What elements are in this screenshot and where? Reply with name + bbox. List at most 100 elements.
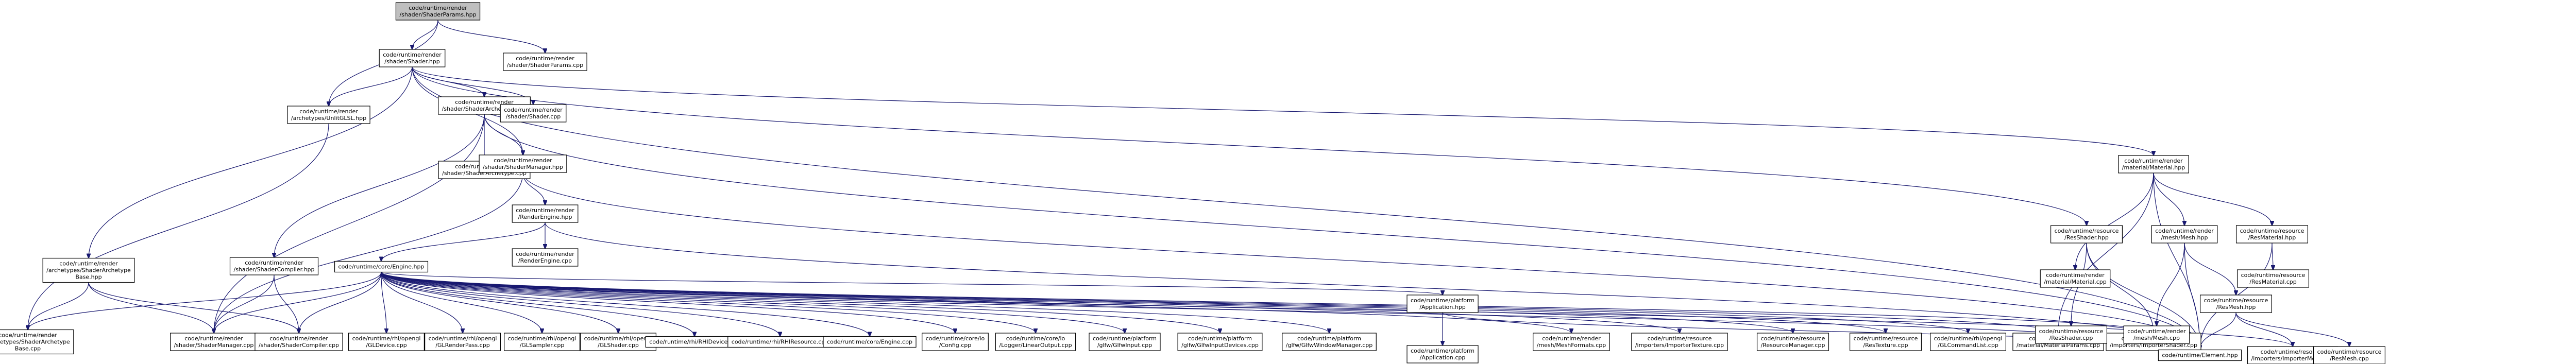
file-node-label: Base.hpp xyxy=(75,274,101,281)
file-node-n12[interactable]: code/runtime/core/Engine.hpp xyxy=(334,261,429,273)
file-node-label: code/runtime/Element.hpp xyxy=(2162,352,2238,359)
file-node-n1[interactable]: code/runtime/render/shader/Shader.hpp xyxy=(379,49,446,67)
file-node-label: /mesh/Mesh.hpp xyxy=(2161,234,2208,241)
file-node-box xyxy=(1089,333,1161,351)
file-node-label: code/runtime/resource xyxy=(2055,228,2119,234)
file-node-box xyxy=(424,333,501,351)
file-node-box xyxy=(512,248,579,267)
file-node-n11[interactable]: code/runtime/render/shader/ShaderCompile… xyxy=(229,257,319,275)
include-edge xyxy=(2075,172,2154,270)
file-node-n13[interactable]: code/runtime/render/archetypes/ShaderArc… xyxy=(0,329,74,355)
file-node-n7[interactable]: code/runtime/render/shader/ShaderManager… xyxy=(479,154,567,173)
include-edge xyxy=(381,272,2154,334)
file-node-label: /glfw/GlfwInput.cpp xyxy=(1097,342,1152,349)
include-edge xyxy=(437,20,545,53)
file-node-box xyxy=(1929,333,2007,351)
file-node-n33[interactable]: code/runtime/resource/ResTexture.cpp xyxy=(1849,333,1922,351)
file-node-n9[interactable]: code/runtime/render/RenderEngine.cpp xyxy=(512,248,579,267)
file-node-n14[interactable]: code/runtime/render/shader/ShaderManager… xyxy=(170,333,258,351)
file-node-n43[interactable]: code/runtime/render/mesh/Mesh.cpp xyxy=(2123,325,2190,344)
file-node-label: code/runtime/platform xyxy=(1093,335,1157,342)
file-node-n30[interactable]: code/runtime/render/mesh/MeshFormats.cpp xyxy=(1533,333,1610,351)
file-node-label: /archetypes/ShaderArchetype xyxy=(46,267,131,274)
file-node-n42[interactable]: code/runtime/resource/ResShader.cpp xyxy=(2035,325,2108,344)
file-node-label: code/runtime/resource xyxy=(1854,335,1918,342)
file-node-n16[interactable]: code/runtime/rhi/opengl/GLDevice.cpp xyxy=(348,333,425,351)
file-node-n31[interactable]: code/runtime/resource/importers/Importer… xyxy=(1631,333,1728,351)
file-node-n21[interactable]: code/runtime/rhi/RHIResource.cpp xyxy=(727,336,833,348)
include-edge xyxy=(214,172,523,333)
file-node-box xyxy=(1282,333,1377,351)
include-edge xyxy=(381,272,694,337)
file-node-label: code/runtime/resource xyxy=(2261,349,2325,355)
include-edge xyxy=(381,272,2058,334)
file-node-n37[interactable]: code/runtime/render/material/Material.hp… xyxy=(2118,155,2189,174)
include-edge xyxy=(381,272,780,337)
include-edge xyxy=(412,66,2154,155)
file-node-label: /shader/ShaderManager.hpp xyxy=(483,164,563,170)
include-edge xyxy=(2184,242,2236,295)
file-node-n8[interactable]: code/runtime/render/RenderEngine.hpp xyxy=(512,204,579,223)
file-node-box xyxy=(503,333,581,351)
file-node-label: /ResMaterial.hpp xyxy=(2248,234,2296,241)
file-node-n39[interactable]: code/runtime/render/material/Material.cp… xyxy=(2040,269,2111,288)
file-node-n22[interactable]: code/runtime/core/Engine.cpp xyxy=(823,336,917,348)
file-node-n40[interactable]: code/runtime/render/mesh/Mesh.hpp xyxy=(2151,225,2218,244)
file-node-label: code/runtime/render xyxy=(504,107,563,113)
file-node-n38[interactable]: code/runtime/resource/ResShader.hpp xyxy=(2050,225,2123,244)
file-nodes: code/runtime/render/shader/ShaderParams.… xyxy=(0,2,2386,364)
file-node-n2[interactable]: code/runtime/render/shader/ShaderParams.… xyxy=(503,53,587,71)
file-node-label: /ResourceManager.cpp xyxy=(1761,342,1825,349)
file-node-n29[interactable]: code/runtime/platform/Application.cpp xyxy=(1406,345,1479,363)
file-node-label: /RenderEngine.hpp xyxy=(518,214,572,220)
file-node-n19[interactable]: code/runtime/rhi/opengl/GLShader.cpp xyxy=(580,333,657,351)
file-node-label: /mesh/Mesh.cpp xyxy=(2133,335,2180,341)
file-node-label: /material/Material.cpp xyxy=(2044,279,2107,285)
file-node-n25[interactable]: code/runtime/platform/glfw/GlfwInput.cpp xyxy=(1089,333,1161,351)
file-node-n15[interactable]: code/runtime/render/shader/ShaderCompile… xyxy=(255,333,343,351)
file-node-box xyxy=(580,333,657,351)
include-edge xyxy=(299,272,382,334)
file-node-box xyxy=(1849,333,1922,351)
include-edge xyxy=(381,222,546,262)
include-edge xyxy=(412,66,2087,226)
file-node-n23[interactable]: code/runtime/core/io/Config.cpp xyxy=(922,333,989,351)
file-node-n18[interactable]: code/runtime/rhi/opengl/GLSampler.cpp xyxy=(503,333,581,351)
file-node-label: /material/Material.hpp xyxy=(2122,164,2185,171)
file-node-n20[interactable]: code/runtime/rhi/RHIDevice.cpp xyxy=(645,336,744,348)
file-node-n17[interactable]: code/runtime/rhi/opengl/GLRenderPass.cpp xyxy=(424,333,501,351)
file-node-label: code/runtime/render xyxy=(245,259,303,266)
include-edge xyxy=(2086,242,2154,333)
file-node-n27[interactable]: code/runtime/platform/glfw/GlfwWindowMan… xyxy=(1282,333,1377,351)
file-node-n45[interactable]: code/runtime/resource/ResMaterial.cpp xyxy=(2236,269,2310,288)
file-node-box xyxy=(334,261,429,273)
file-node-label: code/runtime/render xyxy=(494,157,552,164)
file-node-n34[interactable]: code/runtime/rhi/opengl/GLCommandList.cp… xyxy=(1929,333,2007,351)
file-node-n32[interactable]: code/runtime/resource/ResourceManager.cp… xyxy=(1756,333,1829,351)
file-node-label: /Logger/LinearOutput.cpp xyxy=(999,342,1072,349)
file-node-n47[interactable]: code/runtime/resource/ResMesh.cpp xyxy=(2313,346,2386,364)
include-edge xyxy=(381,272,542,334)
file-node-n0[interactable]: code/runtime/render/shader/ShaderParams.… xyxy=(395,2,481,21)
file-node-label: /GLDevice.cpp xyxy=(366,342,407,349)
file-node-n48[interactable]: code/runtime/Element.hpp xyxy=(2158,349,2242,361)
file-node-n10[interactable]: code/runtime/render/archetypes/ShaderArc… xyxy=(42,257,135,283)
file-node-n44[interactable]: code/runtime/resource/ResMesh.hpp xyxy=(2199,294,2273,313)
include-edge xyxy=(381,272,1886,334)
file-node-box xyxy=(2199,294,2273,313)
file-node-label: /ResShader.cpp xyxy=(2049,335,2093,341)
file-node-box xyxy=(255,333,343,351)
include-edge xyxy=(28,123,329,330)
file-node-box xyxy=(2035,325,2108,344)
include-edge xyxy=(2157,242,2185,326)
file-node-label: code/runtime/render xyxy=(299,108,358,115)
file-node-n41[interactable]: code/runtime/resource/ResMaterial.hpp xyxy=(2235,225,2309,244)
file-node-n26[interactable]: code/runtime/platform/glfw/GlfwInputDevi… xyxy=(1177,333,1263,351)
file-node-n28[interactable]: code/runtime/platform/Application.hpp xyxy=(1406,294,1479,313)
file-node-n5[interactable]: code/runtime/render/shader/Shader.cpp xyxy=(500,104,567,123)
file-node-n3[interactable]: code/runtime/render/archetypes/UnlitGLSL… xyxy=(287,106,370,124)
file-node-label: Base.cpp xyxy=(15,345,41,352)
include-edge xyxy=(28,282,89,330)
file-node-n24[interactable]: code/runtime/core/io/Logger/LinearOutput… xyxy=(995,333,1076,351)
